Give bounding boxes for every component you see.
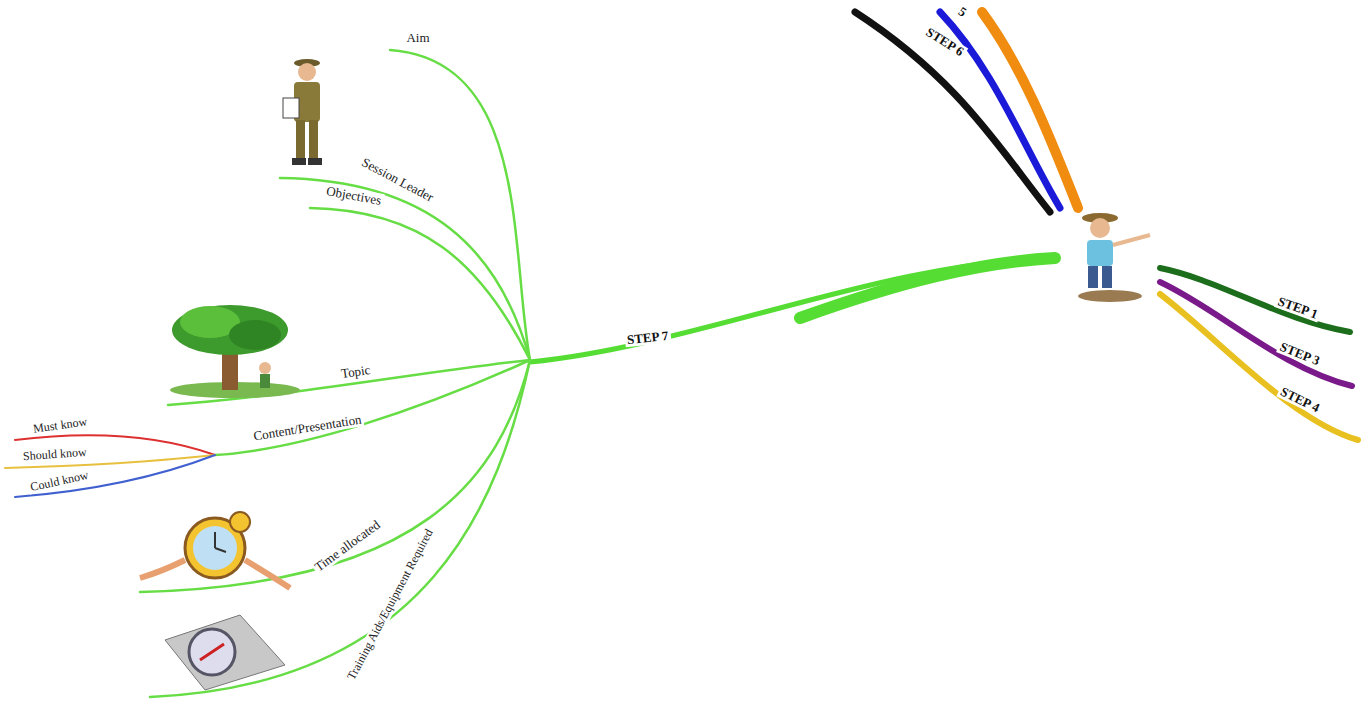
branch-label: Objectives bbox=[323, 184, 384, 208]
branch-label: Topic bbox=[338, 363, 373, 382]
branch-line bbox=[150, 360, 530, 697]
branch-label: Aim bbox=[404, 31, 431, 45]
branch-line bbox=[855, 12, 1050, 212]
branch-line bbox=[140, 360, 530, 592]
branch-line bbox=[280, 178, 530, 360]
sub-branch-label: Should know bbox=[21, 446, 89, 464]
sub-branch-label: Must know bbox=[30, 415, 90, 436]
leader-figure bbox=[283, 59, 322, 165]
branch-line bbox=[215, 360, 530, 455]
sub-branch-label: Could know bbox=[28, 469, 92, 495]
branch-line bbox=[800, 258, 1055, 318]
branch-line bbox=[1160, 282, 1352, 386]
branch-line bbox=[982, 12, 1078, 208]
branch-line bbox=[1160, 294, 1358, 440]
step-label: STEP 6 bbox=[922, 24, 968, 60]
step-label: STEP 7 bbox=[625, 329, 672, 348]
clock-picture bbox=[140, 512, 290, 588]
step-label: 5 bbox=[954, 3, 970, 21]
branch-line bbox=[530, 258, 1055, 362]
branch-line bbox=[310, 208, 530, 360]
hiker-picture bbox=[1078, 213, 1150, 302]
compass-picture bbox=[165, 615, 285, 690]
branch-label: Training Aids/Equipment Required bbox=[344, 526, 437, 685]
tree-picture bbox=[170, 305, 300, 398]
branch-label: Time allocated bbox=[311, 516, 385, 575]
